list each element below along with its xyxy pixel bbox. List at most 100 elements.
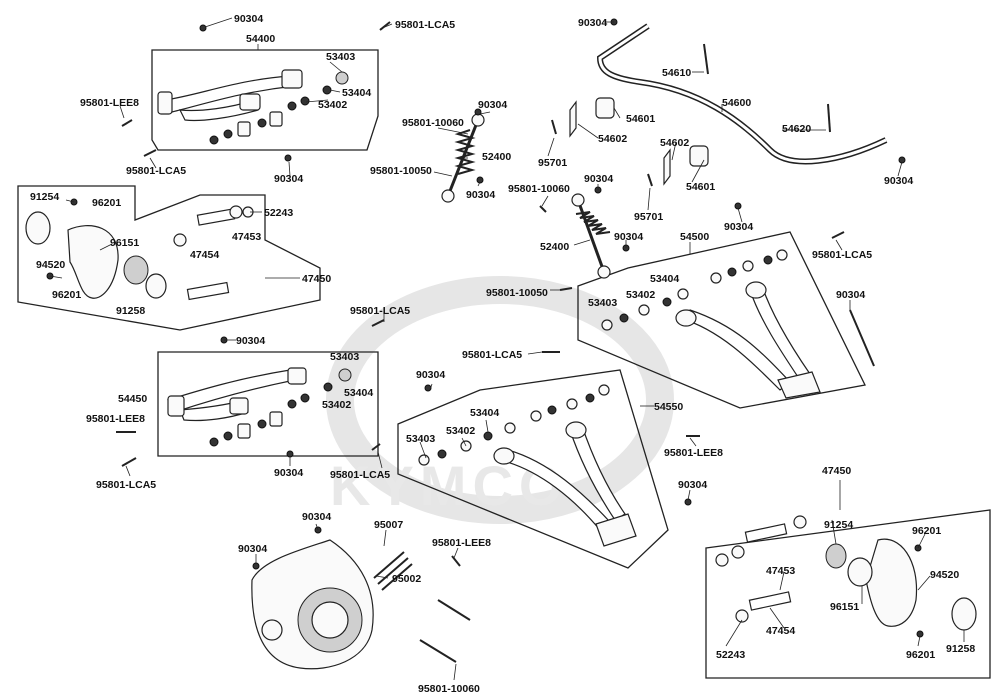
frame-54400 [151,49,379,151]
label-95701: 95701 [538,157,567,169]
label-90304: 90304 [234,13,263,25]
label-54610: 54610 [662,67,691,79]
label-90304: 90304 [478,99,507,111]
frame-54500 [577,231,866,409]
label-90304: 90304 [584,173,613,185]
label-95801-lee8: 95801-LEE8 [664,447,723,459]
label-54450: 54450 [118,393,147,405]
stabilizer-bushings [569,43,831,186]
stabilizer-bar [596,23,888,165]
knuckle-left [25,205,254,301]
label-95801-10050: 95801-10050 [486,287,548,299]
label-53402: 53402 [626,289,655,301]
label-95801-lca5: 95801-LCA5 [395,19,455,31]
label-95801-lee8: 95801-LEE8 [86,413,145,425]
label-91258: 91258 [116,305,145,317]
label-53403: 53403 [588,297,617,309]
label-90304: 90304 [578,17,607,29]
label-95801-lca5: 95801-LCA5 [462,349,522,361]
label-54620: 54620 [782,123,811,135]
label-90304: 90304 [724,221,753,233]
leader-lines [49,17,965,681]
label-53402: 53402 [446,425,475,437]
frame-54550 [397,369,669,569]
a-arm-54550 [493,421,637,547]
frame-54450 [157,351,379,457]
label-95801-lca5: 95801-LCA5 [96,479,156,491]
label-96201: 96201 [912,525,941,537]
label-53404: 53404 [342,87,371,99]
label-95801-lca5: 95801-LCA5 [126,165,186,177]
label-95801-lee8: 95801-LEE8 [432,537,491,549]
label-47454: 47454 [190,249,219,261]
label-90304: 90304 [678,479,707,491]
label-95801-lee8: 95801-LEE8 [80,97,139,109]
label-96201: 96201 [906,649,935,661]
bushings-54400 [209,96,310,145]
differential [251,539,413,670]
a-arm-54500 [675,281,821,399]
shock-absorber-lower [571,193,611,279]
label-90304: 90304 [416,369,445,381]
label-47453: 47453 [232,231,261,243]
label-54602: 54602 [598,133,627,145]
kymco-watermark: KYMCO [326,276,674,524]
label-96201: 96201 [92,197,121,209]
label-90304: 90304 [238,543,267,555]
label-54550: 54550 [654,401,683,413]
label-47453: 47453 [766,565,795,577]
frame-47450-right [705,509,991,679]
label-52400: 52400 [540,241,569,253]
label-54601: 54601 [626,113,655,125]
frame-47450-left [17,185,321,331]
label-96151: 96151 [830,601,859,613]
label-47454: 47454 [766,625,795,637]
label-94520: 94520 [36,259,65,271]
label-91254: 91254 [30,191,59,203]
label-53402: 53402 [318,99,347,111]
part-labels: 90304 95801-LCA5 54400 53403 53404 53402… [30,13,975,695]
label-95801-10050: 95801-10050 [370,165,432,177]
label-90304: 90304 [836,289,865,301]
label-95801-10060: 95801-10060 [508,183,570,195]
a-arm-54450 [167,367,352,422]
bushings-54500 [601,249,788,331]
label-53403: 53403 [326,51,355,63]
label-90304: 90304 [302,511,331,523]
label-53404: 53404 [650,273,679,285]
label-96151: 96151 [110,237,139,249]
label-52243: 52243 [264,207,293,219]
label-53403: 53403 [330,351,359,363]
label-95801-lca5: 95801-LCA5 [812,249,872,261]
label-90304: 90304 [236,335,265,347]
label-52243: 52243 [716,649,745,661]
label-54400: 54400 [246,33,275,45]
knuckle-right [715,515,977,631]
label-54600: 54600 [722,97,751,109]
label-95801-lca5: 95801-LCA5 [350,305,410,317]
label-53403: 53403 [406,433,435,445]
label-90304: 90304 [884,175,913,187]
label-95801-10060: 95801-10060 [402,117,464,129]
label-94520: 94520 [930,569,959,581]
label-91258: 91258 [946,643,975,655]
label-90304: 90304 [274,173,303,185]
label-47450: 47450 [822,465,851,477]
label-90304: 90304 [274,467,303,479]
label-47450: 47450 [302,273,331,285]
label-95007: 95007 [374,519,403,531]
label-96201: 96201 [52,289,81,301]
label-53404: 53404 [344,387,373,399]
label-90304: 90304 [614,231,643,243]
label-53404: 53404 [470,407,499,419]
label-90304: 90304 [466,189,495,201]
label-95002: 95002 [392,573,421,585]
label-95801-10060: 95801-10060 [418,683,480,695]
label-54601: 54601 [686,181,715,193]
label-91254: 91254 [824,519,853,531]
label-95801-lca5: 95801-LCA5 [330,469,390,481]
bushings-54450 [209,393,310,447]
label-95701: 95701 [634,211,663,223]
